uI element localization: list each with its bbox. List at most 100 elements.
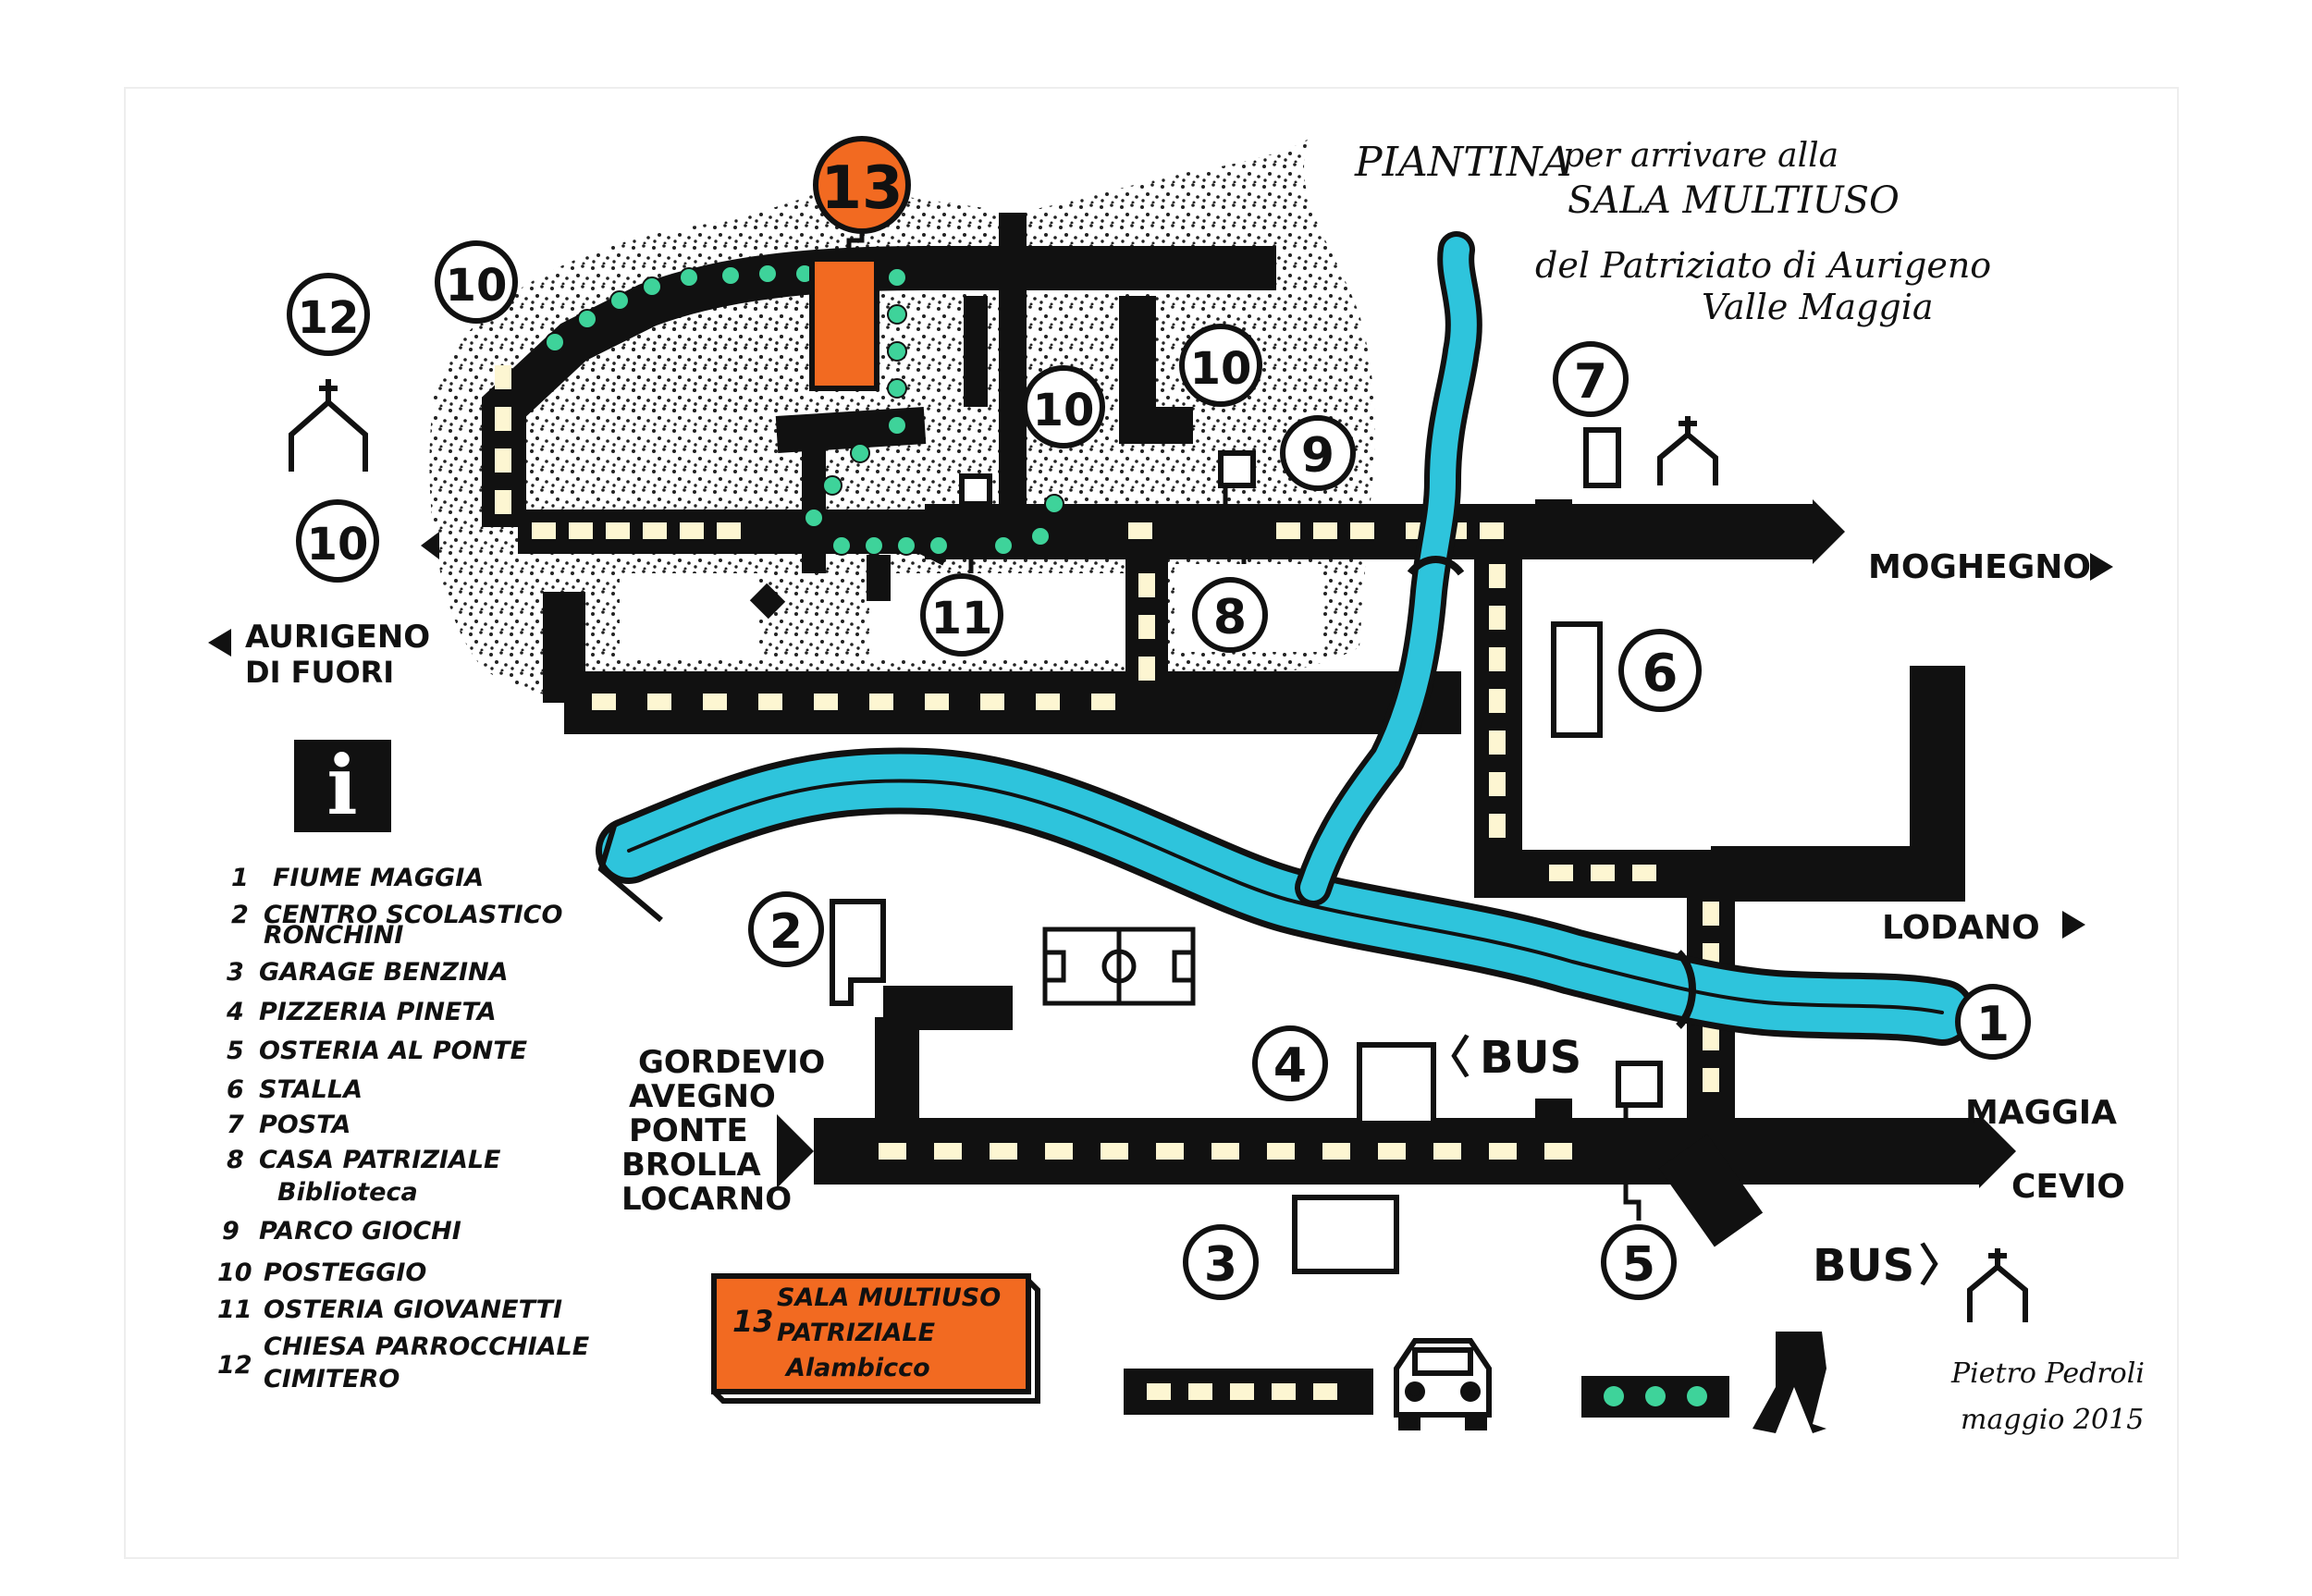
svg-text:11: 11	[217, 1295, 252, 1324]
svg-text:CENTRO SCOLASTICO: CENTRO SCOLASTICO	[264, 901, 562, 929]
svg-text:FIUME MAGGIA: FIUME MAGGIA	[273, 864, 484, 892]
svg-text:4: 4	[1273, 1038, 1307, 1094]
svg-text:12: 12	[217, 1351, 252, 1380]
svg-text:SALA MULTIUSO: SALA MULTIUSO	[1568, 179, 1900, 222]
walking-legs-icon	[1752, 1332, 1826, 1433]
svg-text:9: 9	[1301, 428, 1334, 484]
river-maggia	[596, 231, 1975, 1046]
svg-text:RONCHINI: RONCHINI	[264, 921, 403, 950]
svg-text:i: i	[326, 737, 357, 833]
svg-text:CIMITERO: CIMITERO	[264, 1365, 400, 1393]
signature: Pietro Pedroli maggio 2015	[1950, 1357, 2145, 1436]
svg-text:7: 7	[227, 1111, 244, 1139]
marker-4: 4	[1252, 1025, 1328, 1101]
svg-text:1: 1	[1976, 997, 2010, 1052]
marker-12: 12	[287, 273, 370, 356]
road-dashes	[495, 365, 1719, 1160]
svg-text:1: 1	[231, 864, 249, 892]
footpath-legend	[1581, 1376, 1729, 1418]
church-icon	[1967, 1248, 2028, 1322]
sala-multiuso-callout: 13 SALA MULTIUSO PATRIZIALE Alambicco	[711, 1273, 1040, 1404]
map-markers: 1 2 3 4 5 6 7 8 9 10 10 10 10 11 12 13	[287, 136, 2031, 1300]
football-field-icon	[1042, 927, 1196, 1006]
church-icon	[289, 379, 368, 472]
svg-text:PIZZERIA PINETA: PIZZERIA PINETA	[259, 998, 497, 1026]
svg-text:Alambicco: Alambicco	[784, 1354, 930, 1382]
destination-labels: MOGHEGNO LODANO MAGGIA CEVIO AURIGENO DI…	[208, 548, 2125, 1218]
info-icon: i	[294, 737, 391, 833]
marker-10b: 10	[1022, 365, 1105, 448]
svg-text:10: 10	[307, 519, 369, 571]
svg-text:CEVIO: CEVIO	[2011, 1168, 2125, 1206]
svg-text:2: 2	[231, 901, 249, 929]
svg-text:per arrivare alla: per arrivare alla	[1563, 137, 1839, 175]
svg-text:OSTERIA GIOVANETTI: OSTERIA GIOVANETTI	[264, 1295, 562, 1324]
svg-text:AVEGNO: AVEGNO	[629, 1078, 776, 1115]
marker-9: 9	[1280, 415, 1356, 491]
marker-5: 5	[1601, 1224, 1677, 1300]
svg-text:PONTE: PONTE	[629, 1112, 748, 1149]
svg-text:BROLLA: BROLLA	[621, 1147, 761, 1184]
svg-text:6: 6	[227, 1075, 244, 1104]
svg-text:LOCARNO: LOCARNO	[621, 1181, 792, 1218]
svg-text:POSTEGGIO: POSTEGGIO	[264, 1258, 426, 1287]
legend: 1 FIUME MAGGIA 2 CENTRO SCOLASTICO RONCH…	[217, 864, 590, 1393]
road-end-arrows	[421, 499, 2016, 1188]
svg-text:7: 7	[1574, 354, 1607, 410]
svg-text:10: 10	[446, 260, 508, 312]
arrow-icon	[2090, 553, 2113, 581]
svg-text:GORDEVIO: GORDEVIO	[638, 1044, 825, 1081]
svg-text:6: 6	[1642, 644, 1679, 704]
svg-text:10: 10	[1033, 385, 1095, 436]
svg-text:〉: 〉	[1919, 1240, 1963, 1292]
map-title: PIANTINA per arrivare alla SALA MULTIUSO…	[1354, 137, 1991, 327]
svg-text:2: 2	[769, 904, 803, 960]
svg-text:11: 11	[931, 593, 993, 645]
marker-3: 3	[1183, 1224, 1259, 1300]
svg-text:CHIESA PARROCCHIALE: CHIESA PARROCCHIALE	[264, 1332, 590, 1361]
svg-text:13: 13	[732, 1304, 774, 1339]
marker-10c: 10	[1179, 324, 1262, 407]
svg-text:MAGGIA: MAGGIA	[1965, 1094, 2117, 1132]
marker-7: 7	[1553, 341, 1629, 417]
svg-text:LODANO: LODANO	[1882, 909, 2040, 947]
svg-text:3: 3	[1204, 1237, 1237, 1293]
bus-stops: BUS 〈 BUS 〉	[1426, 1032, 1963, 1292]
svg-text:PATRIZIALE: PATRIZIALE	[777, 1319, 936, 1347]
marker-2: 2	[748, 891, 824, 967]
svg-text:CASA PATRIZIALE: CASA PATRIZIALE	[259, 1146, 501, 1174]
marker-6: 6	[1618, 629, 1702, 712]
svg-text:13: 13	[820, 154, 903, 223]
svg-text:3: 3	[227, 958, 244, 987]
car-icon	[1394, 1338, 1492, 1430]
river-bank	[597, 822, 663, 923]
svg-text:BUS: BUS	[1480, 1032, 1581, 1084]
svg-text:del Patriziato di Aurigeno: del Patriziato di Aurigeno	[1535, 245, 1991, 286]
svg-text:MOGHEGNO: MOGHEGNO	[1868, 548, 2091, 586]
arrow-icon	[208, 629, 231, 657]
svg-text:maggio 2015: maggio 2015	[1961, 1404, 2144, 1436]
svg-text:4: 4	[226, 998, 244, 1026]
buildings	[809, 256, 1663, 1274]
marker-8: 8	[1192, 577, 1268, 653]
road-legend	[1124, 1369, 1373, 1415]
svg-text:DI FUORI: DI FUORI	[245, 655, 394, 690]
svg-text:〈: 〈	[1426, 1032, 1470, 1084]
marker-10d: 10	[296, 499, 379, 583]
sala-multiuso-building	[809, 256, 879, 391]
svg-text:BUS: BUS	[1813, 1240, 1914, 1292]
svg-text:PIANTINA: PIANTINA	[1354, 139, 1571, 186]
bridge-icon	[1407, 556, 1696, 1029]
svg-text:5: 5	[1622, 1237, 1655, 1293]
svg-text:Valle Maggia: Valle Maggia	[1702, 287, 1934, 327]
svg-text:9: 9	[222, 1217, 240, 1246]
church-icon	[1657, 416, 1718, 485]
marker-10a: 10	[435, 240, 518, 324]
svg-text:SALA MULTIUSO: SALA MULTIUSO	[777, 1283, 1001, 1312]
marker-11: 11	[920, 573, 1003, 657]
marker-1: 1	[1955, 984, 2031, 1060]
svg-text:12: 12	[298, 292, 360, 344]
svg-text:8: 8	[227, 1146, 244, 1174]
svg-text:POSTA: POSTA	[259, 1111, 350, 1139]
